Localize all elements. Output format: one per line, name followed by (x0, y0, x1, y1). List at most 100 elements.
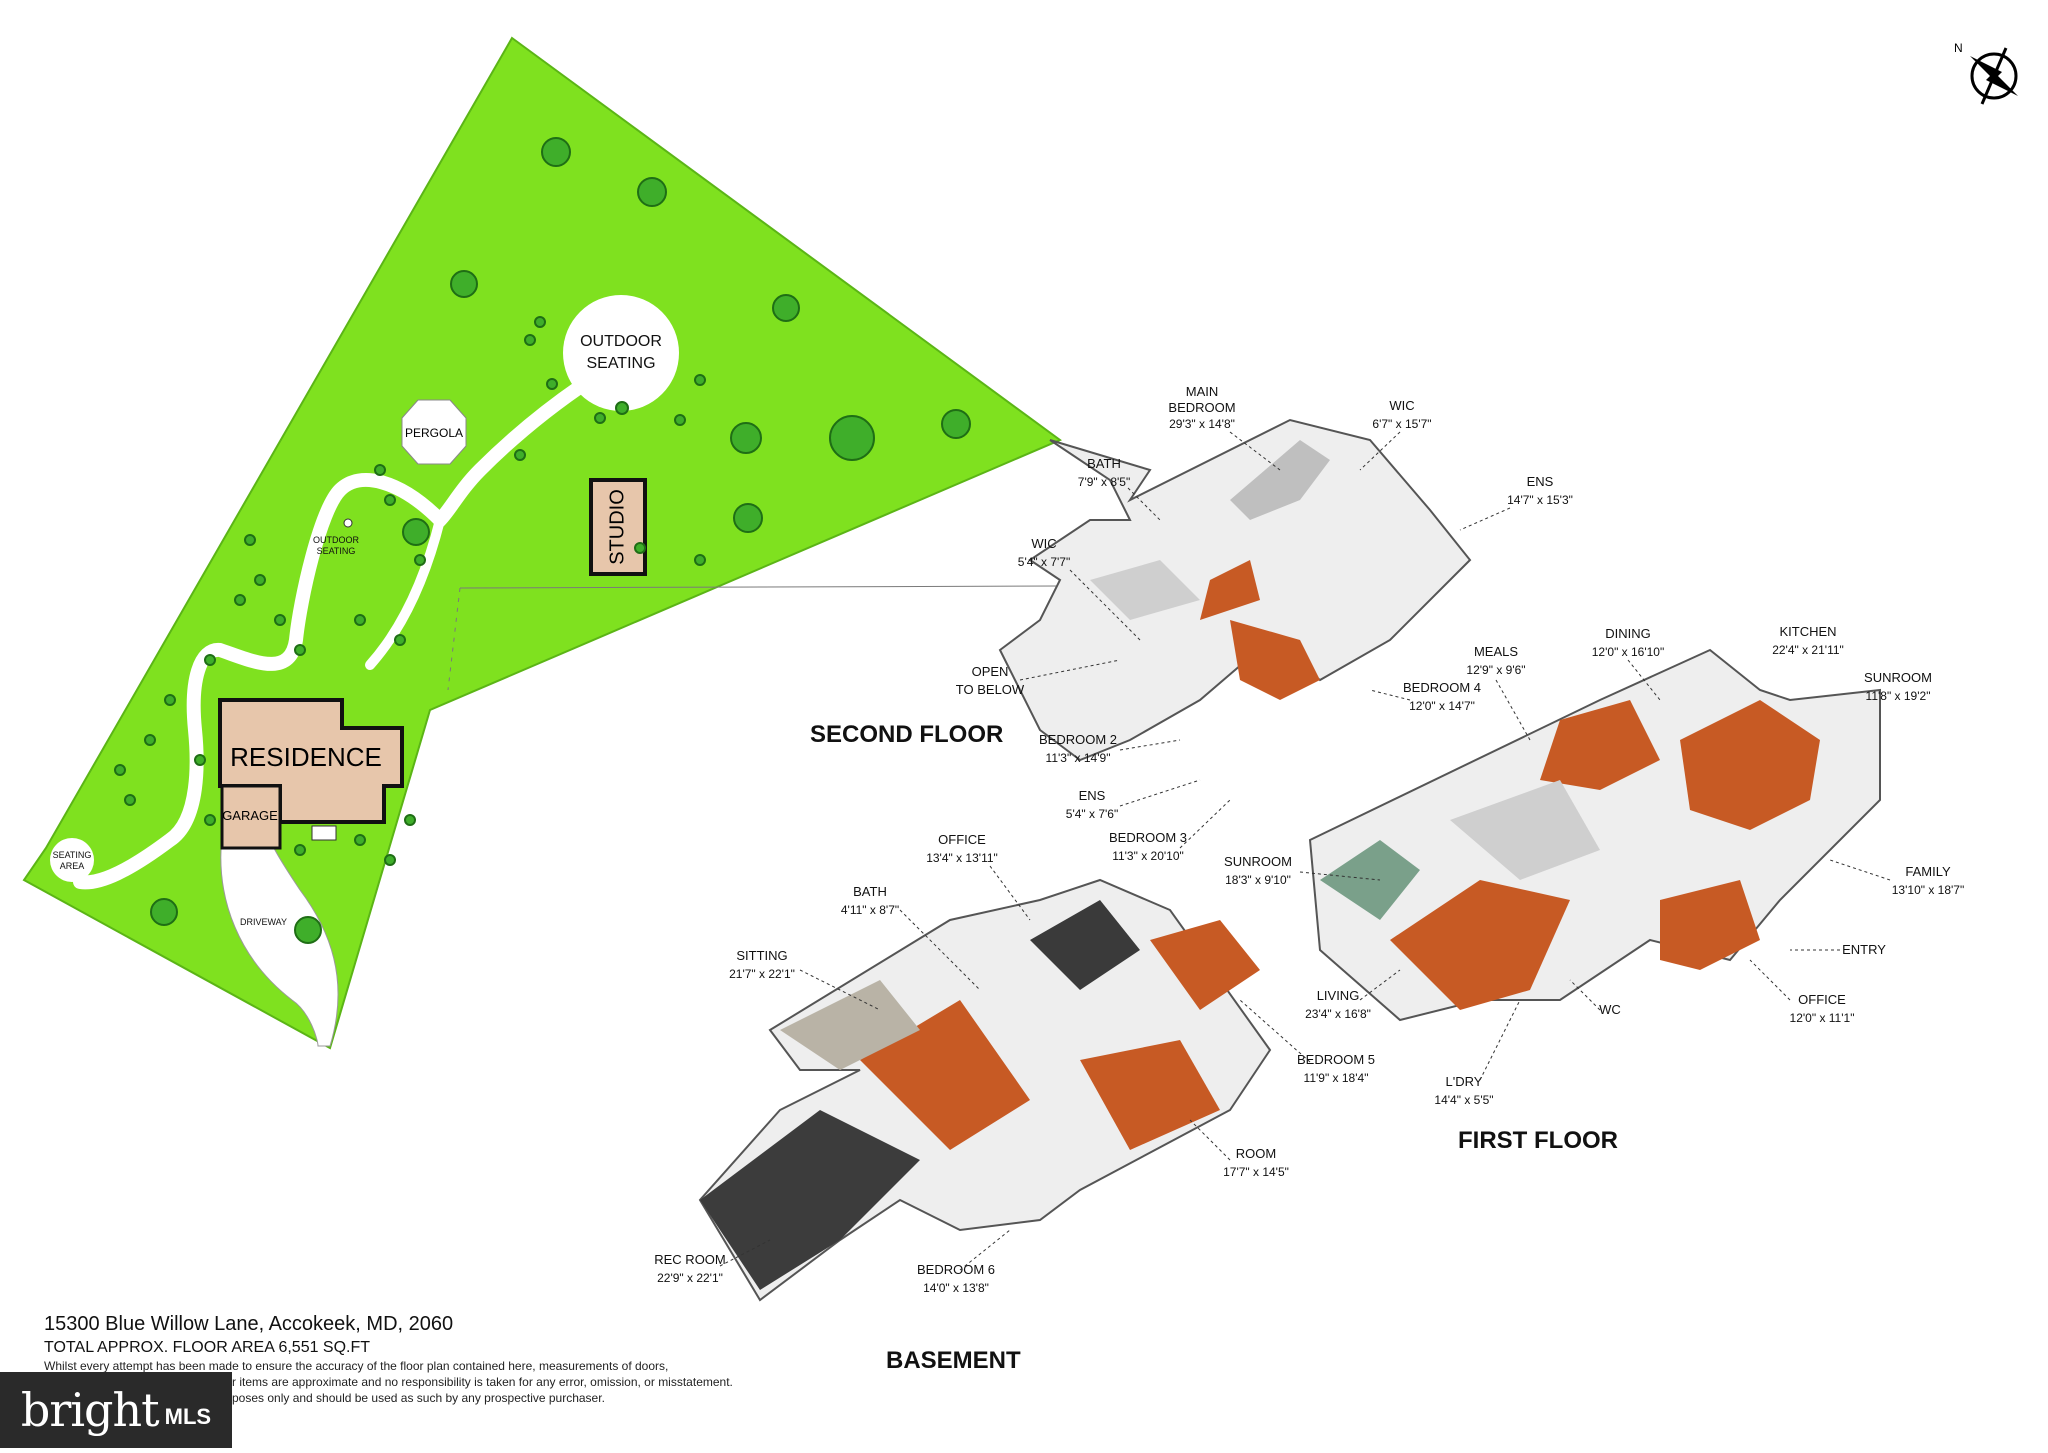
room-bath-basement: BATH 4'11" x 8'7" (841, 884, 899, 917)
outdoor-seating-area: OUTDOOR SEATING (563, 295, 679, 411)
svg-text:SEATING: SEATING (317, 546, 356, 556)
svg-text:OPEN: OPEN (972, 664, 1009, 679)
disclaimer-line-1: Whilst every attempt has been made to en… (44, 1359, 669, 1373)
room-main-bedroom: MAIN BEDROOM 29'3" x 14'8" (1168, 384, 1235, 431)
trees (114, 137, 971, 944)
svg-text:14'7" x 15'3": 14'7" x 15'3" (1507, 493, 1573, 507)
svg-text:MEALS: MEALS (1474, 644, 1518, 659)
svg-text:BEDROOM 4: BEDROOM 4 (1403, 680, 1481, 695)
svg-text:MAIN: MAIN (1186, 384, 1219, 399)
room-wic-second: WIC 5'4" x 7'7" (1018, 536, 1070, 569)
total-floor-area: TOTAL APPROX. FLOOR AREA 6,551 SQ.FT (44, 1339, 371, 1356)
room-entry: ENTRY (1842, 942, 1886, 957)
room-bedroom-4: BEDROOM 4 12'0" x 14'7" (1403, 680, 1481, 713)
first-floor-labels: DINING 12'0" x 16'10" KITCHEN 22'4" x 21… (1224, 624, 1964, 1107)
svg-text:13'4" x 13'11": 13'4" x 13'11" (926, 851, 998, 865)
svg-text:BATH: BATH (1087, 456, 1121, 471)
footer: 15300 Blue Willow Lane, Accokeek, MD, 20… (44, 1312, 864, 1406)
watermark-suffix: MLS (164, 1404, 212, 1429)
leader-lines (719, 431, 1891, 1271)
room-laundry: L'DRY 14'4" x 5'5" (1434, 1074, 1493, 1107)
watermark-brand: bright (20, 1383, 160, 1437)
basement-model (698, 878, 1272, 1302)
svg-text:BEDROOM 6: BEDROOM 6 (917, 1262, 995, 1277)
room-bedroom-2: BEDROOM 2 11'3" x 14'9" (1039, 732, 1117, 765)
first-floor-model (1308, 648, 1881, 1022)
svg-text:OUTDOOR: OUTDOOR (313, 535, 359, 545)
svg-text:OFFICE: OFFICE (1798, 992, 1846, 1007)
room-ens-main: ENS 14'7" x 15'3" (1507, 474, 1573, 507)
svg-text:WIC: WIC (1389, 398, 1414, 413)
room-bath-second: BATH 7'9" x 8'5" (1078, 456, 1130, 489)
svg-text:ROOM: ROOM (1236, 1146, 1276, 1161)
residence-building: RESIDENCE GARAGE (218, 698, 404, 850)
svg-text:12'0" x 11'1": 12'0" x 11'1" (1790, 1011, 1855, 1025)
svg-text:14'0" x 13'8": 14'0" x 13'8" (923, 1281, 989, 1295)
driveway-label: DRIVEWAY (240, 917, 287, 927)
svg-text:WC: WC (1599, 1002, 1621, 1017)
svg-text:AREA: AREA (60, 861, 85, 871)
room-room-basement: ROOM 17'7" x 14'5" (1223, 1146, 1289, 1179)
first-floor-title: FIRST FLOOR (1458, 1127, 1618, 1154)
property-address: 15300 Blue Willow Lane, Accokeek, MD, 20… (44, 1313, 454, 1335)
room-kitchen: KITCHEN 22'4" x 21'11" (1772, 624, 1844, 657)
room-open-to-below: OPEN TO BELOW (956, 664, 1025, 697)
disclaimer-line-2: r items are approximate and no responsib… (232, 1375, 733, 1389)
room-dining: DINING 12'0" x 16'10" (1592, 626, 1665, 659)
svg-text:11'9" x 18'4": 11'9" x 18'4" (1304, 1071, 1369, 1085)
svg-text:12'0" x 16'10": 12'0" x 16'10" (1592, 645, 1665, 659)
svg-text:LIVING: LIVING (1317, 988, 1360, 1003)
pergola: PERGOLA (401, 399, 467, 465)
disclaimer-line-3: poses only and should be used as such by… (232, 1391, 605, 1405)
svg-text:ENTRY: ENTRY (1842, 942, 1886, 957)
svg-text:BEDROOM 3: BEDROOM 3 (1109, 830, 1187, 845)
room-office-basement: OFFICE 13'4" x 13'11" (926, 832, 998, 865)
svg-text:17'7" x 14'5": 17'7" x 14'5" (1223, 1165, 1289, 1179)
second-floor-labels: MAIN BEDROOM 29'3" x 14'8" WIC 6'7" x 15… (956, 384, 1573, 863)
svg-text:RESIDENCE: RESIDENCE (230, 742, 382, 772)
studio-building: STUDIO (589, 478, 647, 576)
svg-text:SEATING: SEATING (53, 850, 92, 860)
svg-text:BEDROOM: BEDROOM (1168, 400, 1235, 415)
svg-text:4'11" x 8'7": 4'11" x 8'7" (841, 903, 899, 917)
svg-text:14'4" x 5'5": 14'4" x 5'5" (1434, 1093, 1493, 1107)
room-meals: MEALS 12'9" x 9'6" (1466, 644, 1525, 677)
room-office-first: OFFICE 12'0" x 11'1" (1790, 992, 1855, 1025)
outdoor-seating-small: OUTDOOR SEATING (313, 518, 359, 556)
svg-text:REC ROOM: REC ROOM (654, 1252, 726, 1267)
svg-text:KITCHEN: KITCHEN (1779, 624, 1836, 639)
north-label: N (1954, 41, 1963, 55)
svg-text:BATH: BATH (853, 884, 887, 899)
svg-text:SEATING: SEATING (586, 355, 655, 372)
room-sunroom-west: SUNROOM 18'3" x 9'10" (1224, 854, 1292, 887)
basement-labels: OFFICE 13'4" x 13'11" BATH 4'11" x 8'7" … (654, 832, 1375, 1295)
svg-text:22'9" x 22'1": 22'9" x 22'1" (657, 1271, 723, 1285)
svg-text:WIC: WIC (1031, 536, 1056, 551)
svg-text:OUTDOOR: OUTDOOR (580, 333, 662, 350)
room-sunroom-east: SUNROOM 11'8" x 19'2" (1864, 670, 1932, 703)
svg-text:11'8" x 19'2": 11'8" x 19'2" (1866, 689, 1931, 703)
svg-text:5'4" x 7'7": 5'4" x 7'7" (1018, 555, 1070, 569)
svg-text:OFFICE: OFFICE (938, 832, 986, 847)
room-sitting: SITTING 21'7" x 22'1" (729, 948, 795, 981)
svg-text:12'0" x 14'7": 12'0" x 14'7" (1409, 699, 1475, 713)
room-bedroom-6: BEDROOM 6 14'0" x 13'8" (917, 1262, 995, 1295)
svg-text:SUNROOM: SUNROOM (1864, 670, 1932, 685)
svg-text:6'7" x 15'7": 6'7" x 15'7" (1372, 417, 1431, 431)
svg-text:23'4" x 16'8": 23'4" x 16'8" (1305, 1007, 1371, 1021)
room-wc: WC (1599, 1002, 1621, 1017)
svg-text:12'9" x 9'6": 12'9" x 9'6" (1466, 663, 1525, 677)
svg-text:SITTING: SITTING (736, 948, 787, 963)
svg-text:L'DRY: L'DRY (1446, 1074, 1483, 1089)
svg-text:11'3" x 20'10": 11'3" x 20'10" (1112, 849, 1184, 863)
seating-area: SEATING AREA (50, 838, 94, 882)
svg-text:ENS: ENS (1527, 474, 1554, 489)
svg-text:BEDROOM 5: BEDROOM 5 (1297, 1052, 1375, 1067)
basement-title: BASEMENT (886, 1347, 1021, 1374)
room-family: FAMILY 13'10" x 18'7" (1892, 864, 1965, 897)
svg-text:GARAGE: GARAGE (222, 808, 278, 823)
second-floor-model (998, 418, 1472, 762)
svg-text:11'3" x 14'9": 11'3" x 14'9" (1046, 751, 1111, 765)
